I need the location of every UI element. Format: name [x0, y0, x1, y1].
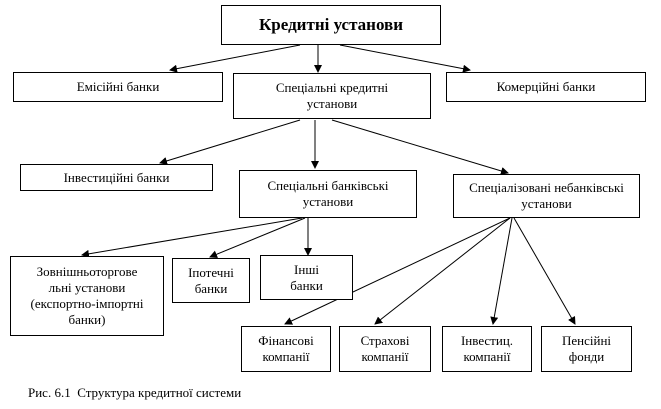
- figure-caption: Рис. 6.1 Структура кредитної системи: [28, 385, 242, 400]
- arrow-nonbank-financial: [284, 217, 511, 325]
- node-commercial-banks: Комерційні банки: [446, 72, 646, 102]
- node-pension-funds: Пенсійні фонди: [541, 326, 632, 372]
- node-credit-institutions: Кредитні установи: [221, 5, 441, 45]
- node-other-banks: Інші банки: [260, 255, 353, 300]
- arrow-special-nonbank: [331, 119, 509, 175]
- node-investment-companies: Інвестиц. компанії: [442, 326, 532, 372]
- arrow-root-emission: [169, 44, 301, 73]
- node-investment-banks: Інвестиційні банки: [20, 164, 213, 191]
- node-financial-companies: Фінансові компанії: [241, 326, 331, 372]
- arrow-special-investment: [159, 119, 301, 165]
- node-special-credit-institutions: Спеціальні кредитні установи: [233, 73, 431, 119]
- node-foreign-trade-institutions: Зовнішньоторгове льні установи (експортн…: [10, 256, 164, 336]
- arrow-bank-mortgage: [209, 217, 306, 259]
- node-special-bank-institutions: Спеціальні банківські установи: [239, 170, 417, 218]
- arrow-bank-foreign-trade: [81, 217, 303, 258]
- arrow-nonbank-pension: [513, 217, 576, 325]
- arrow-nonbank-insurance: [374, 217, 511, 325]
- node-insurance-companies: Страхові компанії: [339, 326, 431, 372]
- node-specialized-nonbank-institutions: Спеціалізовані небанківські установи: [453, 174, 640, 218]
- arrow-root-commercial: [339, 44, 471, 73]
- node-mortgage-banks: Іпотечні банки: [172, 258, 250, 303]
- arrow-nonbank-invest: [490, 217, 513, 325]
- node-emission-banks: Емісійні банки: [13, 72, 223, 102]
